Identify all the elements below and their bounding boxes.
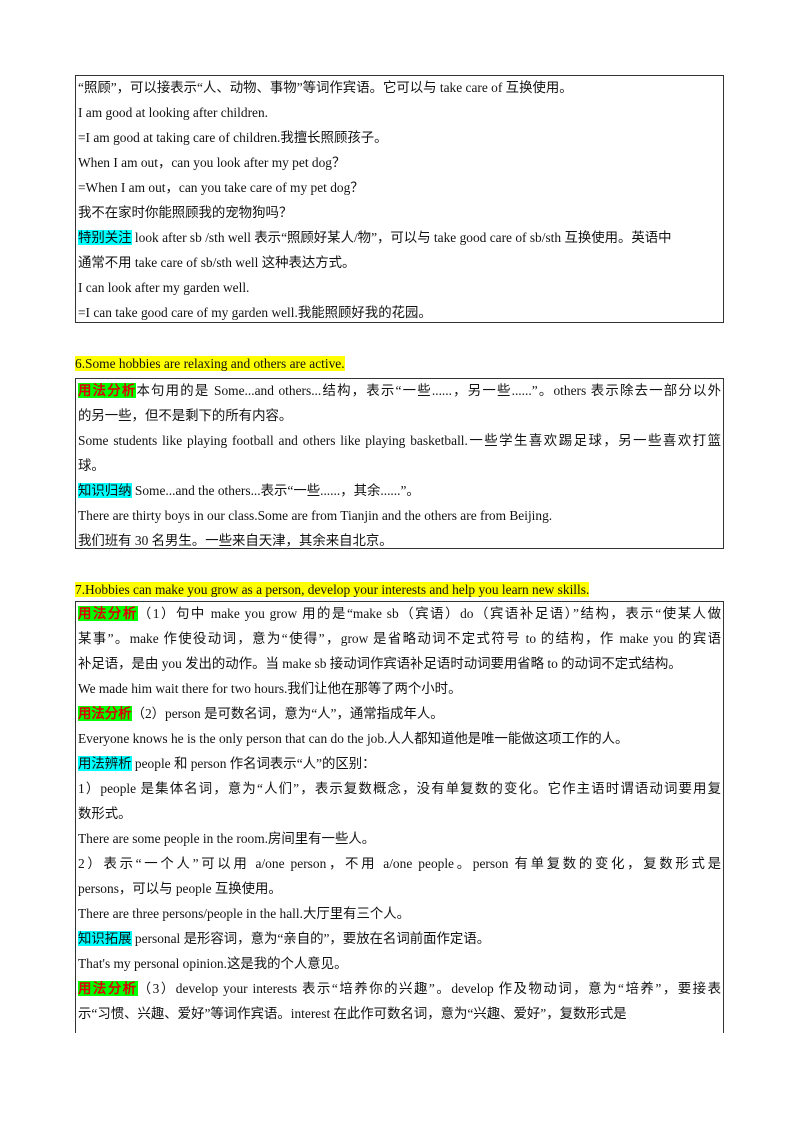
example-line: Some students like playing football and …: [78, 433, 721, 448]
distinguish-text: 数形式。: [78, 806, 132, 821]
usage-text: 的另一些，但不是剩下的所有内容。: [78, 408, 293, 423]
usage-tag: 用法分析: [78, 981, 138, 996]
section6-heading-text: 6.Some hobbies are relaxing and others a…: [75, 356, 345, 371]
example-line: 我们班有 30 名男生。一些来自天津，其余来自北京。: [78, 533, 393, 548]
section7-heading-text: 7.Hobbies can make you grow as a person,…: [75, 582, 590, 597]
section5-box: “照顾”，可以接表示“人、动物、事物”等词作宾语。它可以与 take care …: [75, 75, 724, 323]
example-line: =When I am out，can you take care of my p…: [78, 180, 364, 195]
example-line: When I am out，can you look after my pet …: [78, 155, 346, 170]
text-line: “照顾”，可以接表示“人、动物、事物”等词作宾语。它可以与 take care …: [78, 80, 573, 95]
example-line: There are thirty boys in our class.Some …: [78, 508, 553, 523]
usage-tag: 用法分析: [78, 383, 137, 398]
section6-box: 用法分析本句用的是 Some...and others...结构，表示“一些..…: [75, 378, 724, 549]
example-line: We made him wait there for two hours.我们让…: [78, 681, 462, 696]
usage-tag: 用法分析: [78, 606, 138, 621]
usage-tag: 用法分析: [78, 706, 132, 721]
example-line: 球。: [78, 458, 105, 473]
usage-line: 用法分析（1）句中 make you grow 用的是“make sb（宾语）d…: [78, 606, 721, 622]
note-line: 特别关注 look after sb /sth well 表示“照顾好某人/物”…: [78, 230, 672, 246]
usage-text: 示“习惯、兴趣、爱好”等词作宾语。interest 在此作可数名词，意为“兴趣、…: [78, 1006, 627, 1021]
usage-text: （1）句中 make you grow 用的是“make sb（宾语）do（宾语…: [137, 606, 721, 621]
section6-heading: 6.Some hobbies are relaxing and others a…: [75, 356, 345, 372]
usage-line: 用法分析（3）develop your interests 表示“培养你的兴趣”…: [78, 981, 721, 997]
example-line: 我不在家时你能照顾我的宠物狗吗？: [78, 205, 293, 220]
distinguish-text: persons，可以与 people 互换使用。: [78, 881, 282, 896]
usage-text: 补足语，是由 you 发出的动作。当 make sb 接动词作宾语补足语时动词要…: [78, 656, 682, 671]
example-line: That's my personal opinion.这是我的个人意见。: [78, 956, 348, 971]
expand-line: 知识拓展 personal 是形容词，意为“亲自的”，要放在名词前面作定语。: [78, 931, 490, 947]
usage-text: （2）person 是可数名词，意为“人”，通常指成年人。: [131, 706, 444, 721]
usage-line: 用法分析（2）person 是可数名词，意为“人”，通常指成年人。: [78, 706, 444, 722]
example-line: I am good at looking after children.: [78, 105, 269, 120]
summary-text: Some...and the others...表示“一些......，其余..…: [131, 483, 420, 498]
example-line: =I am good at taking care of children.我擅…: [78, 130, 388, 145]
distinguish-text: people 和 person 作名词表示“人”的区别：: [131, 756, 376, 771]
example-line: I can look after my garden well.: [78, 280, 250, 295]
example-line: There are three persons/people in the ha…: [78, 906, 411, 921]
section7-heading: 7.Hobbies can make you grow as a person,…: [75, 582, 590, 598]
distinguish-text: 2）表示“一个人”可以用 a/one person，不用 a/one peopl…: [78, 856, 721, 871]
usage-text: 本句用的是 Some...and others...结构，表示“一些......…: [136, 383, 721, 398]
example-line: There are some people in the room.房间里有一些…: [78, 831, 376, 846]
distinguish-text: 1）people 是集体名词，意为“人们”，表示复数概念，没有单复数的变化。它作…: [78, 781, 721, 796]
section7-box: 用法分析（1）句中 make you grow 用的是“make sb（宾语）d…: [75, 601, 724, 1033]
usage-text: 某事”。make 作使役动词，意为“使得”，grow 是省略动词不定式符号 to…: [78, 631, 721, 646]
note-text: 通常不用 take care of sb/sth well 这种表达方式。: [78, 255, 356, 270]
special-note-tag: 特别关注: [78, 230, 132, 245]
summary-tag: 知识归纳: [78, 483, 132, 498]
usage-text: （3）develop your interests 表示“培养你的兴趣”。dev…: [137, 981, 722, 996]
expand-text: personal 是形容词，意为“亲自的”，要放在名词前面作定语。: [131, 931, 491, 946]
distinguish-tag: 用法辨析: [78, 756, 132, 771]
usage-line: 用法分析本句用的是 Some...and others...结构，表示“一些..…: [78, 383, 721, 399]
expand-tag: 知识拓展: [78, 931, 132, 946]
summary-line: 知识归纳 Some...and the others...表示“一些......…: [78, 483, 420, 499]
example-line: =I can take good care of my garden well.…: [78, 305, 432, 320]
note-text: look after sb /sth well 表示“照顾好某人/物”，可以与 …: [131, 230, 672, 245]
example-line: Everyone knows he is the only person tha…: [78, 731, 629, 746]
distinguish-line: 用法辨析 people 和 person 作名词表示“人”的区别：: [78, 756, 376, 772]
